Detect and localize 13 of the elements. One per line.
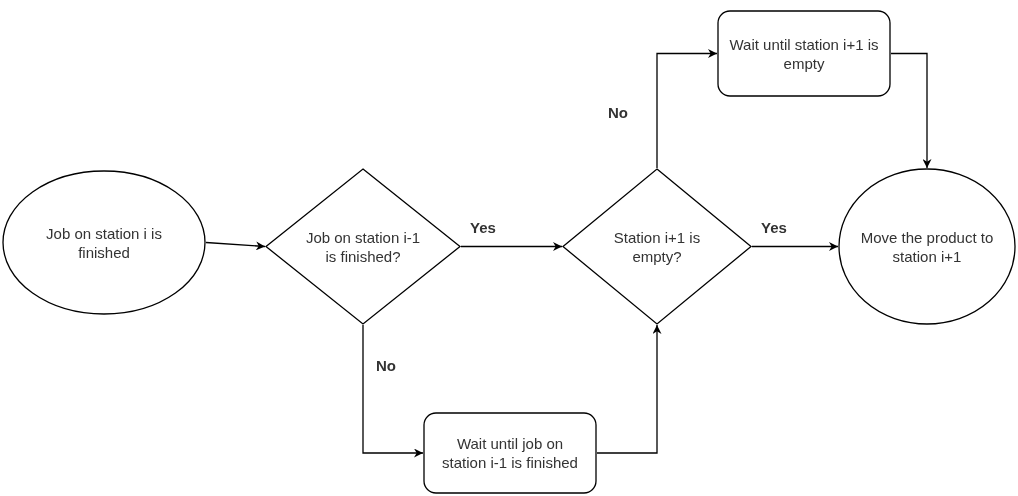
node-text: Job on station i is finished — [45, 223, 163, 262]
arrow — [751, 242, 839, 251]
node-text: Wait until station i+1 is empty — [729, 34, 879, 73]
arrow — [362, 324, 424, 458]
node-text: Move the product to station i+1 — [859, 227, 995, 266]
node-text: Station i+1 is empty? — [612, 227, 702, 266]
arrow — [890, 52, 932, 169]
arrow — [205, 241, 266, 251]
node-text: Job on station i-1 is finished? — [304, 227, 422, 266]
arrow — [656, 49, 718, 169]
arrow — [596, 324, 662, 454]
arrow — [460, 242, 563, 251]
node-text: Wait until job on station i-1 is finished — [441, 434, 579, 472]
